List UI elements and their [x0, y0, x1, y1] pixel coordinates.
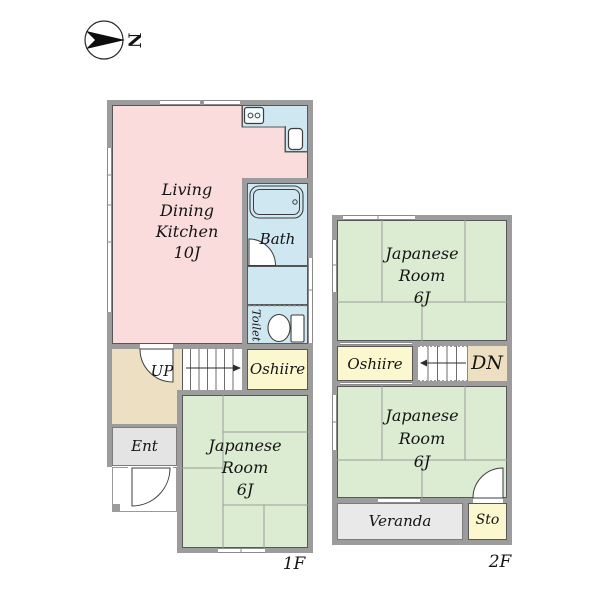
room-oshiire-1f [247, 349, 308, 390]
wall-2f-oshiire-stairs [413, 346, 418, 381]
label-ldk: Living Dining Kitchen 10J [155, 180, 219, 262]
wall-1f-bath-left [242, 178, 247, 349]
label-veranda: Veranda [368, 512, 432, 530]
window-1f-right [308, 258, 313, 343]
room-washroom [247, 266, 308, 305]
room-japanese-1f [182, 395, 308, 548]
wall-1f-band-bottom [177, 390, 313, 395]
wall-1f-bath-top [242, 178, 308, 183]
label-dn: DN [471, 352, 503, 374]
wall-2f-left [332, 215, 337, 545]
room-storage [468, 503, 507, 540]
window-2f-left-south [332, 395, 337, 450]
wall-2f-bottom [332, 540, 512, 545]
label-ent: Ent [131, 437, 158, 455]
label-toilet: Toilet [249, 309, 264, 342]
label-bath: Bath [259, 230, 296, 248]
sliding-door-oshiire-2f-bottom [340, 382, 412, 385]
room-oshiire-2f [337, 346, 413, 381]
window-1f-left [107, 148, 112, 312]
compass-icon [84, 20, 125, 60]
sliding-door-oshiire-2f-top [340, 342, 412, 345]
label-up: UP [150, 362, 174, 380]
window-2f-veranda [378, 498, 420, 503]
porch-step-block [112, 504, 120, 512]
staircase-1f [182, 349, 242, 390]
door-opening-sto [473, 498, 503, 503]
wall-2f-band-top [332, 341, 512, 346]
wall-2f-top [332, 215, 512, 220]
label-japanese-room-1f: Japanese Room 6J [208, 436, 282, 499]
door-opening-ent [128, 466, 173, 468]
label-japanese-room-2f-north: Japanese Room 6J [385, 244, 459, 307]
window-1f-top-b [204, 100, 240, 105]
compass-circle [84, 20, 124, 60]
room-entrance [112, 427, 177, 466]
wall-1f-stairs-oshiire [242, 349, 247, 390]
wall-2f-right [507, 215, 512, 545]
hallway-1f [112, 349, 182, 424]
compass-north-label: N [123, 32, 144, 49]
label-oshiire-2f: Oshiire [347, 355, 403, 373]
window-1f-bottom [218, 548, 265, 553]
window-2f-left-north [332, 240, 337, 292]
room-dn-landing [467, 346, 507, 381]
window-2f-top [343, 215, 415, 220]
room-kitchen-sink-area [285, 126, 308, 152]
wall-2f-room-veranda [337, 498, 507, 503]
entrance-porch [112, 467, 177, 512]
label-floor-1f: 1F [282, 554, 306, 574]
label-floor-2f: 2F [488, 552, 512, 572]
label-oshiire-1f: Oshiire [249, 360, 306, 378]
door-opening-ldk [140, 344, 173, 349]
wall-1f-ldk-bottom [107, 344, 313, 349]
wall-2f-band-bottom [332, 381, 512, 386]
wall-1f-room-left [177, 390, 182, 553]
wall-2f-veranda-sto [463, 503, 468, 540]
room-veranda [337, 503, 463, 540]
label-sto: Sto [475, 512, 500, 528]
label-japanese-room-2f-south: Japanese Room 6J [385, 406, 459, 471]
room-kitchen-counter [242, 105, 308, 127]
staircase-2f [418, 346, 467, 381]
window-1f-top-a [160, 100, 200, 105]
north-arrow-icon [86, 31, 125, 49]
wall-1f-hall-ent [112, 424, 182, 427]
